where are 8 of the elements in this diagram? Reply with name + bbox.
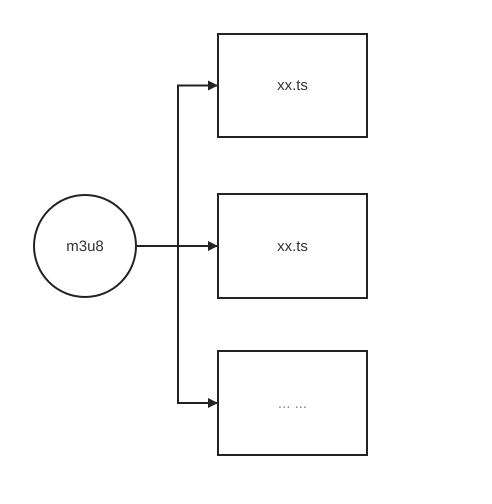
node-label: ... ... xyxy=(278,394,308,412)
process-box xyxy=(217,350,368,456)
process-box xyxy=(217,33,368,138)
arrow xyxy=(137,245,218,408)
process-box xyxy=(217,193,368,299)
node-label: m3u8 xyxy=(66,238,104,254)
node-label: xx.ts xyxy=(277,238,308,254)
node-label: xx.ts xyxy=(277,77,308,94)
